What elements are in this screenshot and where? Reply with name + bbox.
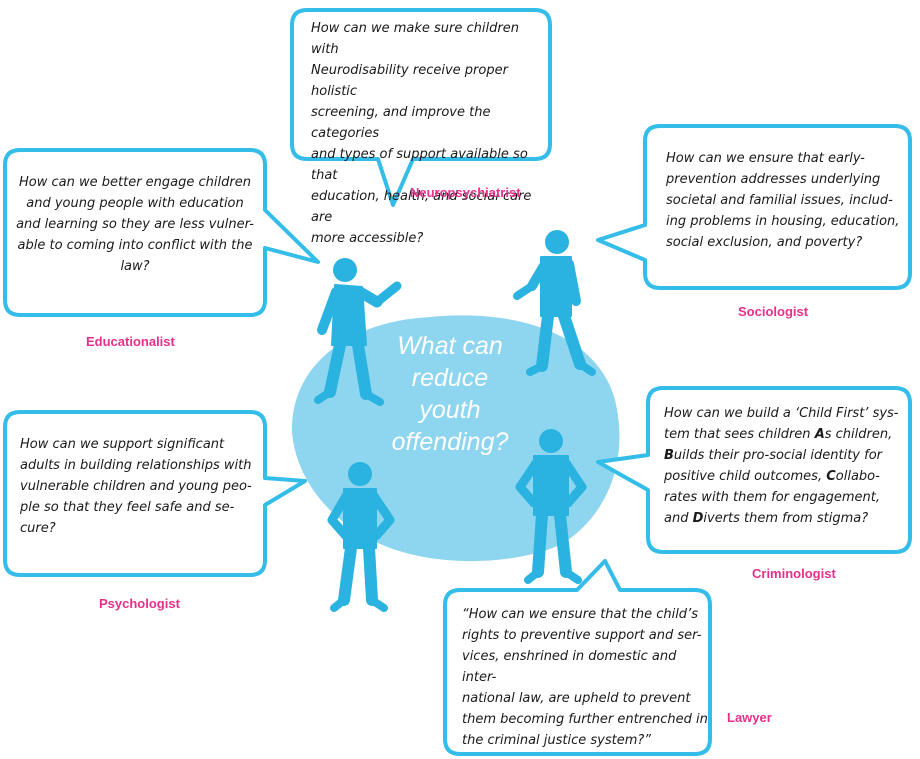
- neuropsychiatrist-question: How can we make sure children with Neuro…: [311, 21, 532, 246]
- role-label-neuropsychiatrist: Neuropsychiatrist: [410, 185, 521, 200]
- bubble-sociologist: [596, 124, 912, 290]
- bubble-lawyer: [443, 559, 712, 756]
- psychologist-question: How can we support significant adults in…: [20, 437, 252, 536]
- role-label-lawyer: Lawyer: [727, 710, 772, 725]
- role-label-educationalist: Educationalist: [86, 334, 175, 349]
- initial-letter: C: [826, 469, 836, 484]
- educationalist-figure: [314, 258, 402, 406]
- lawyer-question: “How can we ensure that the child’s righ…: [462, 607, 708, 748]
- role-label-sociologist: Sociologist: [738, 304, 809, 319]
- role-label-psychologist: Psychologist: [99, 596, 180, 611]
- sociologist-figure: [513, 230, 596, 376]
- educationalist-question: How can we better engage children and yo…: [16, 175, 254, 274]
- criminologist-question: How can we build a ‘Child First’ sys- te…: [664, 406, 899, 526]
- central-question: What can reduce youth offending?: [391, 332, 509, 456]
- bubble-educationalist: [3, 148, 320, 317]
- psychologist-figure: [327, 462, 395, 612]
- initial-letter: D: [692, 511, 704, 526]
- sociologist-question: How can we ensure that early- prevention…: [666, 151, 900, 250]
- initial-letter: A: [814, 427, 825, 442]
- criminologist-figure: [515, 429, 587, 584]
- bubble-criminologist: [596, 386, 912, 554]
- initial-letter: B: [664, 448, 674, 463]
- bubble-neuropsychiatrist: [290, 8, 552, 207]
- bubble-psychologist: [3, 410, 307, 577]
- role-label-criminologist: Criminologist: [752, 566, 836, 581]
